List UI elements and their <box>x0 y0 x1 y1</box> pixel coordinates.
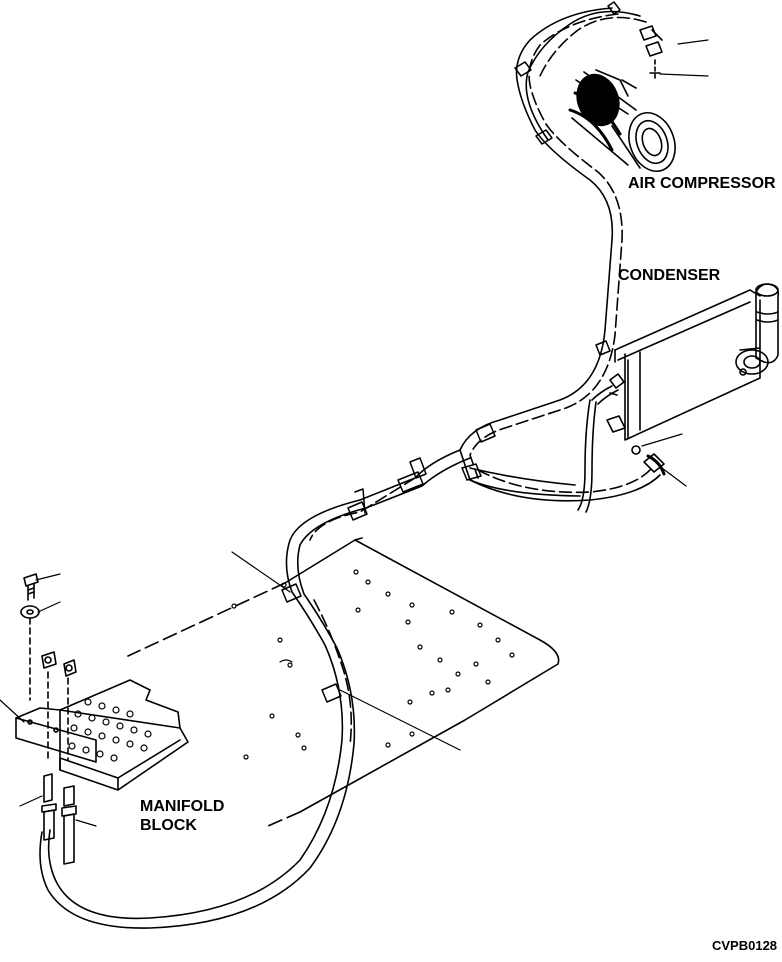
manifold-block <box>15 679 189 791</box>
drawing-code: CVPB0128 <box>712 938 778 953</box>
condenser-label: CONDENSER <box>618 267 721 284</box>
floor-plate <box>127 537 560 827</box>
refrigerant-hoses <box>39 7 661 929</box>
air-compressor <box>568 25 676 172</box>
condenser <box>606 283 780 476</box>
air-compressor-label: AIR COMPRESSOR <box>628 175 776 192</box>
hose-clamps <box>281 1 621 703</box>
callout-leaders <box>0 39 709 827</box>
manifold-label-line1: MANIFOLD <box>140 798 225 815</box>
manifold-label-line2: BLOCK <box>140 817 197 834</box>
hardware-parts <box>20 573 77 865</box>
